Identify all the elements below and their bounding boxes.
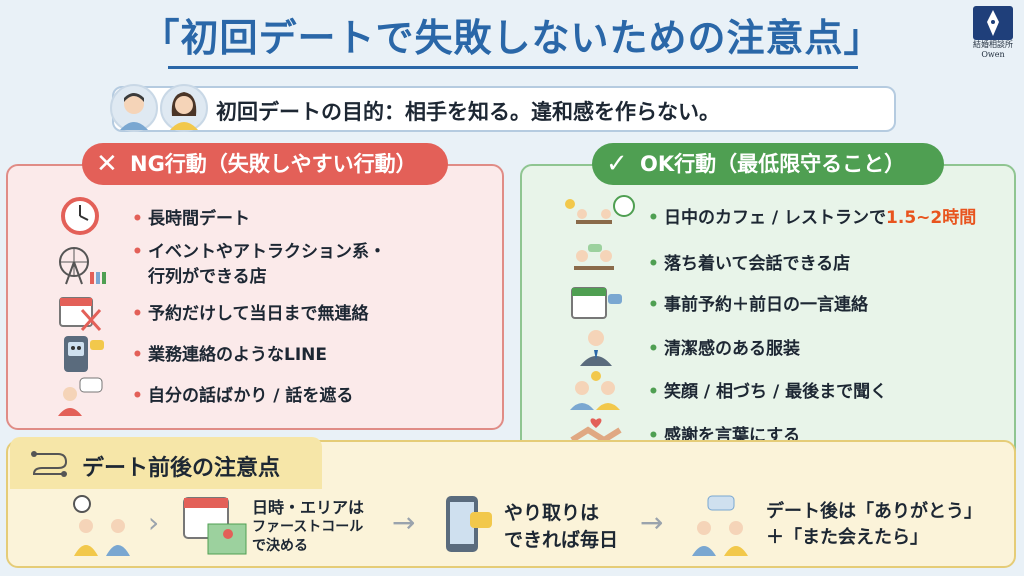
woman-avatar-icon (160, 84, 208, 132)
handshake-heart-icon (568, 416, 624, 456)
step3-line1: デート後は「ありがとう」 (766, 501, 982, 522)
ferris-wheel-icon (56, 244, 110, 288)
purpose-text: 初回デートの目的：相手を知る。違和感を作らない。 (216, 100, 720, 124)
cafe-clock-icon (560, 194, 636, 238)
ng-item: •業務連絡のようなLINE (132, 345, 327, 365)
chevron-right-icon: › (148, 506, 160, 539)
suit-person-icon (572, 326, 620, 366)
arrow-right-icon: → (640, 506, 664, 539)
cross-icon: ✕ (96, 149, 118, 179)
step3-line2: ＋「また会えたら」 (766, 527, 928, 548)
smiling-couple-icon (568, 370, 624, 410)
step1-line2: ファーストコール (252, 519, 364, 535)
ok-header: ✓ OK行動（最低限守ること） (592, 143, 944, 185)
pen-logo-icon (973, 6, 1013, 40)
before-after-tab (10, 437, 322, 489)
step1-line3: で決める (252, 538, 308, 554)
step1-line1: 日時・エリアは (252, 498, 365, 517)
step2-line2: できれば毎日 (504, 529, 619, 551)
ok-item: •落ち着いて会話できる店 (648, 254, 851, 274)
couple-avatars (110, 80, 210, 136)
ok-header-label: OK行動（最低限守ること） (640, 152, 906, 176)
ng-item: •長時間デート (132, 209, 250, 229)
ok-item: •清潔感のある服装 (648, 339, 800, 359)
ng-item: •予約だけして当日まで無連絡 (132, 304, 369, 324)
title-underline (168, 66, 858, 69)
calendar-map-icon (182, 494, 248, 556)
duration-highlight: 1.5~2時間 (886, 208, 977, 228)
logo-line-1: 結婚相談所 (973, 40, 1013, 49)
ok-item: •事前予約＋前日の一言連絡 (648, 295, 868, 315)
arrow-right-icon: → (392, 506, 416, 539)
check-icon: ✓ (606, 149, 628, 179)
ok-item: •日中のカフェ / レストランで1.5~2時間 (648, 208, 977, 228)
talking-person-icon (56, 376, 104, 416)
ng-item: •自分の話ばかり / 話を遮る (132, 386, 354, 406)
logo-line-2: Owen (981, 50, 1005, 59)
calendar-cross-icon (56, 292, 104, 332)
calendar-phone-icon (568, 284, 624, 324)
robot-phone-icon (58, 334, 106, 374)
ng-header-label: NG行動（失敗しやすい行動） (130, 152, 417, 176)
chatting-couple-icon (688, 494, 754, 556)
man-avatar-icon (110, 84, 158, 132)
step2-line1: やり取りは (504, 502, 600, 524)
route-icon (28, 446, 72, 482)
ng-item-continued: 行列ができる店 (148, 267, 267, 287)
ng-header: ✕ NG行動（失敗しやすい行動） (82, 143, 448, 185)
phone-message-icon (444, 494, 496, 556)
conversation-table-icon (570, 242, 618, 282)
purpose-bar (112, 86, 896, 132)
waiting-couple-icon (66, 494, 138, 556)
page-title: 「初回デートで失敗しないための注意点」 (141, 16, 883, 60)
ok-item: •笑顔 / 相づち / 最後まで聞く (648, 382, 888, 402)
ng-item: •イベントやアトラクション系・ (132, 242, 386, 262)
brand-logo: 結婚相談所 Owen (966, 6, 1020, 68)
clock-icon (56, 196, 104, 236)
before-after-title: デート前後の注意点 (82, 456, 281, 481)
